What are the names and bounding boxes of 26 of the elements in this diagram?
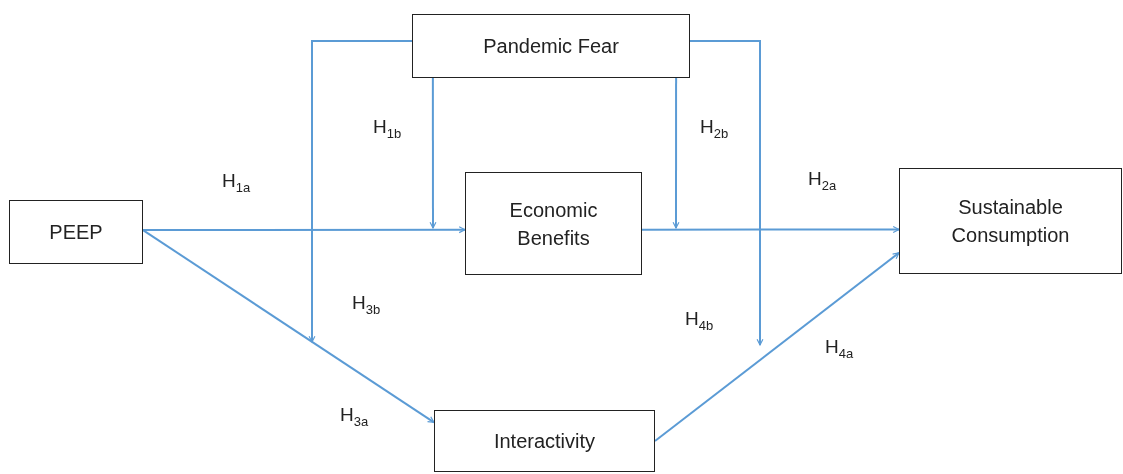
- hypothesis-label: H$_{1b}$: [373, 116, 402, 141]
- hypothesis-label: H$_{4a}$: [825, 336, 854, 361]
- variable-name: Interactivity: [493, 429, 596, 454]
- arrow: [308, 39, 413, 343]
- variable-box: [434, 410, 655, 472]
- hypothesis-label: H$_{2b}$: [700, 116, 729, 141]
- arrow: [654, 251, 900, 442]
- arrow: [142, 229, 435, 424]
- hypothesis-label: H$_{2a}$: [808, 168, 837, 193]
- variable-box: [412, 14, 690, 78]
- hypothesis-label: H$_{3b}$: [352, 292, 381, 317]
- hypothesis-label: H$_{3a}$: [340, 404, 369, 429]
- variable-name: Sustainable Consumption: [950, 195, 1071, 248]
- variable-name: Pandemic Fear: [483, 34, 619, 59]
- hypothesis-label: H$_{1a}$: [222, 170, 251, 195]
- arrow: [689, 39, 764, 346]
- variable-name: Economic Benefits: [508, 197, 599, 251]
- arrow: [672, 77, 680, 229]
- variable-name: PEEP: [49, 220, 103, 245]
- variable-box: [899, 168, 1122, 274]
- arrow: [429, 77, 437, 229]
- arrow: [641, 226, 900, 233]
- variable-box: [465, 172, 642, 275]
- arrow: [142, 226, 466, 234]
- hypothesis-label: H$_{4b}$: [685, 308, 714, 333]
- variable-box: [9, 200, 143, 264]
